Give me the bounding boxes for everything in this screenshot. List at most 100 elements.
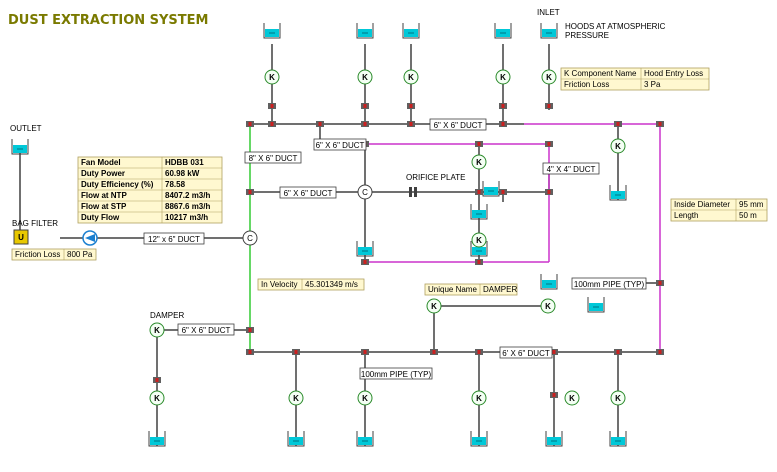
junction-marker[interactable] — [545, 189, 553, 195]
pipe-label-2[interactable]: 100mm PIPE (TYP) — [571, 277, 647, 290]
junction-marker[interactable] — [550, 392, 558, 398]
tank-icon[interactable] — [609, 431, 627, 447]
junction-marker[interactable] — [316, 121, 324, 127]
junction-marker[interactable] — [550, 349, 558, 355]
k-component-icon[interactable]: K — [149, 322, 165, 338]
junction-marker[interactable] — [268, 103, 276, 109]
k-component-icon[interactable]: K — [357, 390, 373, 406]
pipe-info-table: Inside Diameter 95 mm Length 50 m — [670, 198, 768, 222]
junction-marker[interactable] — [407, 103, 415, 109]
tank-icon[interactable] — [287, 431, 305, 447]
duct-label-4[interactable]: 6" X 6" DUCT — [279, 186, 337, 199]
duct-label-6[interactable]: 12" x 6" DUCT — [143, 232, 205, 245]
fan-row-value: 8867.6 m3/h — [165, 202, 210, 211]
tank-icon[interactable] — [356, 241, 374, 257]
junction-marker[interactable] — [153, 377, 161, 383]
junction-marker[interactable] — [246, 349, 254, 355]
junction-marker[interactable] — [475, 141, 483, 147]
junction-marker[interactable] — [246, 121, 254, 127]
k-component-icon[interactable]: K — [471, 154, 487, 170]
tank-icon[interactable] — [470, 241, 488, 257]
junction-marker[interactable] — [614, 349, 622, 355]
k-component-icon[interactable]: K — [610, 390, 626, 406]
tank-icon[interactable] — [540, 274, 558, 290]
k-component-icon[interactable]: K — [357, 69, 373, 85]
hood-tanks — [11, 23, 627, 447]
tank-icon[interactable] — [482, 181, 500, 197]
k-component-icon[interactable]: K — [540, 298, 556, 314]
junction-marker[interactable] — [499, 121, 507, 127]
junction-marker[interactable] — [656, 349, 664, 355]
duct-label-1[interactable]: 6" X 6" DUCT — [429, 118, 487, 131]
junction-marker[interactable] — [268, 121, 276, 127]
tank-icon[interactable] — [356, 23, 374, 39]
k-component-icon[interactable]: K — [471, 232, 487, 248]
junction-marker[interactable] — [545, 141, 553, 147]
tank-icon[interactable] — [11, 139, 29, 155]
junction-marker[interactable] — [656, 280, 664, 286]
junction-marker[interactable] — [361, 103, 369, 109]
k-component-icon[interactable]: K — [610, 138, 626, 154]
junction-marker[interactable] — [361, 259, 369, 265]
duct-label-3[interactable]: 6" X 6" DUCT — [313, 138, 367, 151]
junction-marker[interactable] — [499, 189, 507, 195]
fan-row-key: Flow at STP — [81, 202, 127, 211]
bag-filter-icon[interactable]: U — [13, 229, 29, 245]
tank-icon[interactable] — [587, 297, 605, 313]
fan-row-value: HDBB 031 — [165, 158, 204, 167]
tank-icon[interactable] — [540, 23, 558, 39]
duct-label-8[interactable]: 6' X 6" DUCT — [499, 346, 553, 359]
orifice-plate-icon[interactable] — [409, 187, 417, 197]
k-component-icon[interactable]: K — [264, 69, 280, 85]
tank-icon[interactable] — [263, 23, 281, 39]
k-component-icon[interactable]: K — [403, 69, 419, 85]
tank-icon[interactable] — [494, 23, 512, 39]
junction-marker[interactable] — [246, 327, 254, 333]
duct-label-7[interactable]: 6" X 6" DUCT — [177, 323, 235, 336]
junction-marker[interactable] — [430, 349, 438, 355]
tank-icon[interactable] — [402, 23, 420, 39]
tank-icon[interactable] — [609, 185, 627, 201]
k-component-icon[interactable]: K — [495, 69, 511, 85]
k-component-icon[interactable]: K — [426, 298, 442, 314]
junction-marker[interactable] — [246, 189, 254, 195]
tank-icon[interactable] — [545, 431, 563, 447]
bag-filter-friction: Friction Loss 800 Pa — [11, 248, 97, 261]
k-component-icon[interactable]: K — [541, 69, 557, 85]
duct-label-text: 6' X 6" DUCT — [502, 349, 550, 358]
junction-marker[interactable] — [656, 121, 664, 127]
duct-label-2[interactable]: 8" X 6" DUCT — [244, 151, 302, 164]
junction-marker[interactable] — [499, 103, 507, 109]
k-component-icon[interactable]: K — [471, 390, 487, 406]
pipe-label-1[interactable]: 100mm PIPE (TYP) — [359, 367, 433, 380]
k-component-icon[interactable]: K — [149, 390, 165, 406]
tank-icon[interactable] — [356, 431, 374, 447]
pipe-label-text: 100mm PIPE (TYP) — [361, 370, 432, 379]
junction-marker[interactable] — [361, 349, 369, 355]
duct-label-text: 6" X 6" DUCT — [284, 189, 333, 198]
junction-marker[interactable] — [475, 349, 483, 355]
hoods-label: HOODS AT ATMOSPHERIC — [565, 22, 666, 31]
k-label: K — [476, 158, 482, 167]
junction-marker[interactable] — [361, 121, 369, 127]
junction-marker[interactable] — [545, 103, 553, 109]
fan-icon[interactable] — [82, 230, 98, 246]
junction-marker[interactable] — [475, 259, 483, 265]
junction-marker[interactable] — [614, 121, 622, 127]
velocity-key: In Velocity — [261, 280, 297, 289]
k-label: K — [615, 394, 621, 403]
k-label: K — [431, 302, 437, 311]
duct-label-5[interactable]: 4" X 4" DUCT — [542, 162, 600, 175]
tank-icon[interactable] — [470, 431, 488, 447]
tank-icon[interactable] — [148, 431, 166, 447]
tank-icon[interactable] — [470, 204, 488, 220]
dark-ducts — [19, 44, 660, 446]
k-component-icon[interactable]: K — [288, 390, 304, 406]
junction-marker[interactable] — [407, 121, 415, 127]
fan-row-key: Fan Model — [81, 158, 121, 167]
junction-marker[interactable] — [292, 349, 300, 355]
junction-marker[interactable] — [475, 189, 483, 195]
k-component-icon[interactable]: K — [564, 390, 580, 406]
pressure-label: PRESSURE — [565, 31, 609, 40]
page-title: DUST EXTRACTION SYSTEM — [8, 13, 208, 28]
